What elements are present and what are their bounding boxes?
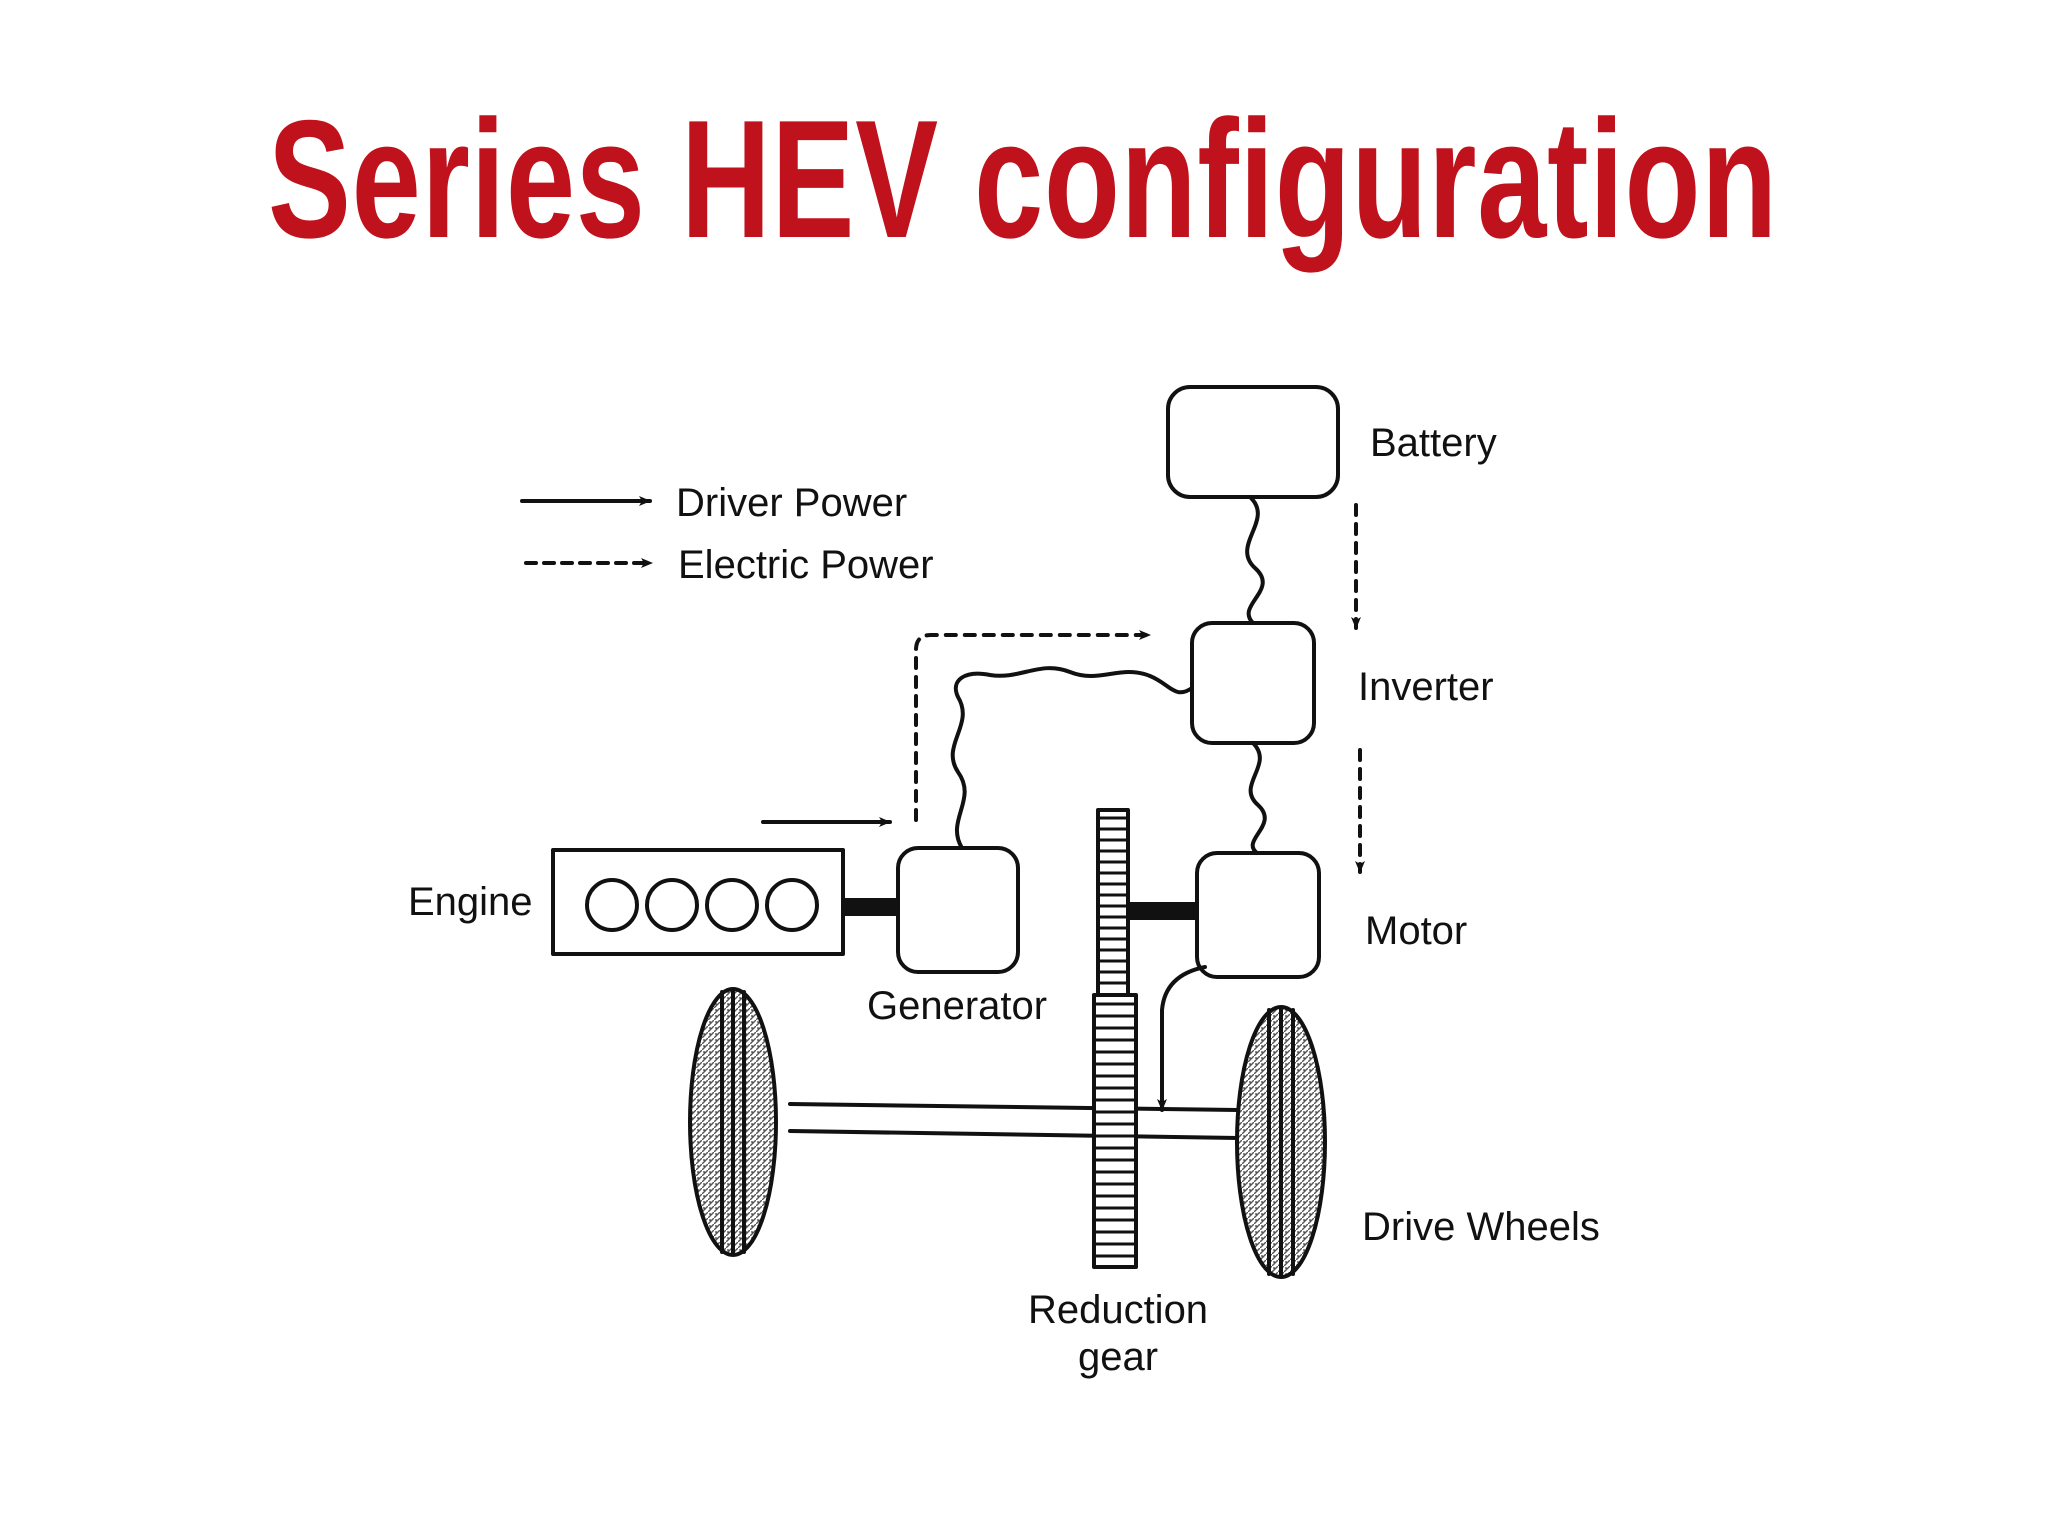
engine-generator-shaft bbox=[843, 898, 898, 916]
engine-cylinder bbox=[645, 878, 699, 932]
motor-label: Motor bbox=[1365, 909, 1467, 953]
battery-inverter-cable bbox=[1245, 495, 1265, 625]
engine-cylinder bbox=[705, 878, 759, 932]
reduction-gear-lower bbox=[1092, 993, 1138, 1269]
generator-inverter-cable bbox=[950, 666, 1194, 850]
right-drive-wheel bbox=[1235, 1005, 1327, 1279]
drive-wheels-label: Drive Wheels bbox=[1362, 1205, 1600, 1249]
motor-to-axle-drive-power-arrow bbox=[1157, 965, 1207, 1112]
inverter-label: Inverter bbox=[1358, 665, 1494, 709]
generator-box bbox=[896, 846, 1020, 974]
generator-to-inverter-electric-flow bbox=[914, 630, 1152, 822]
generator-label: Generator bbox=[867, 984, 1047, 1028]
axle-bottom bbox=[788, 1129, 1240, 1140]
legend-electric-power-label: Electric Power bbox=[678, 543, 934, 587]
left-drive-wheel bbox=[688, 987, 778, 1257]
reduction-gear-upper bbox=[1096, 808, 1130, 997]
inverter-box bbox=[1190, 621, 1316, 745]
axle-top bbox=[788, 1102, 1240, 1112]
battery-label: Battery bbox=[1370, 421, 1497, 465]
motor-box bbox=[1195, 851, 1321, 979]
reduction-gear-label-line2: gear bbox=[1078, 1335, 1158, 1379]
battery-box bbox=[1166, 385, 1340, 499]
engine-cylinder bbox=[585, 878, 639, 932]
reduction-gear-teeth bbox=[1094, 816, 1136, 1258]
engine-cylinder bbox=[765, 878, 819, 932]
legend-driver-power-label: Driver Power bbox=[676, 481, 907, 525]
inverter-motor-cable bbox=[1248, 741, 1267, 855]
reduction-gear-label-line1: Reduction bbox=[1028, 1288, 1208, 1332]
legend bbox=[520, 496, 654, 568]
page-title: Series HEV configuration bbox=[267, 85, 1778, 273]
motor-gear-shaft bbox=[1128, 902, 1198, 920]
engine-label: Engine bbox=[408, 880, 533, 924]
